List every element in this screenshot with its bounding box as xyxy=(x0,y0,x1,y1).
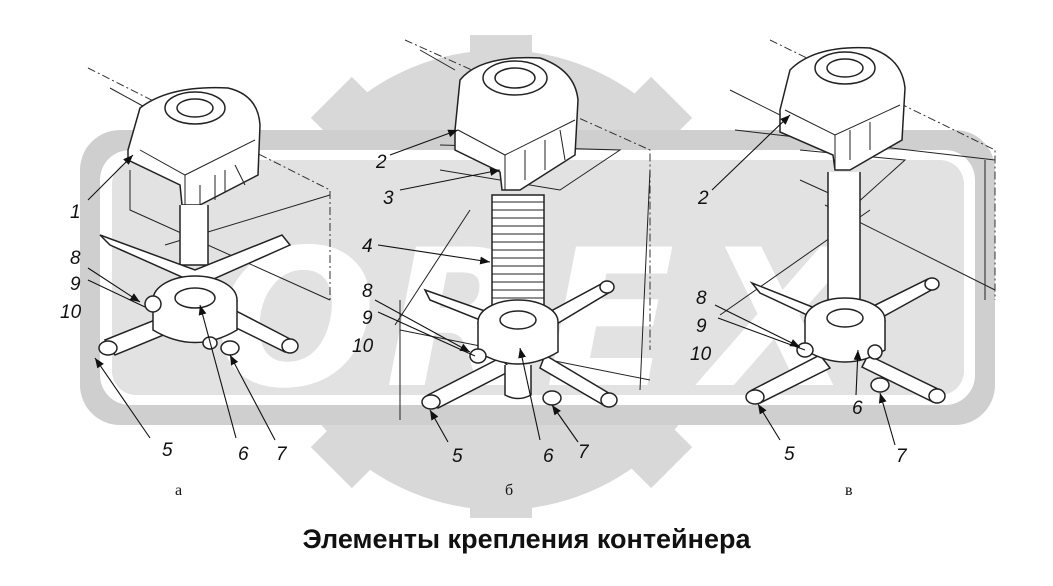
callout-a-10: 10 xyxy=(60,302,82,323)
panel-label-a: а xyxy=(175,482,182,499)
callout-b-4: 4 xyxy=(362,236,373,257)
callout-b-9: 9 xyxy=(362,308,373,329)
figure-caption: Элементы крепления контейнера xyxy=(302,524,751,554)
panel-b-spring xyxy=(491,194,545,311)
container-fastening-diagram: O R E X xyxy=(60,35,996,518)
callout-a-6: 6 xyxy=(238,444,249,465)
callout-c-6: 6 xyxy=(852,398,863,419)
callout-a-5: 5 xyxy=(162,440,173,461)
panel-c-drawing xyxy=(719,39,996,405)
callout-a-1: 1 xyxy=(70,202,81,223)
callout-b-2: 2 xyxy=(375,152,387,173)
callout-b-3: 3 xyxy=(383,188,394,209)
callout-a-9: 9 xyxy=(70,274,81,295)
callout-b-8: 8 xyxy=(362,281,373,302)
panel-label-c: в xyxy=(845,482,853,499)
callout-c-2: 2 xyxy=(697,188,709,209)
callout-b-5: 5 xyxy=(452,446,463,467)
callout-b-10: 10 xyxy=(352,336,374,357)
callout-labels: 1 8 9 10 5 6 7 2 3 4 8 9 10 5 6 7 2 8 9 … xyxy=(60,152,908,467)
panel-b-drawing xyxy=(394,39,651,420)
callout-c-8: 8 xyxy=(696,288,707,309)
callout-a-7: 7 xyxy=(276,444,288,465)
callout-c-5: 5 xyxy=(784,444,795,465)
callout-c-9: 9 xyxy=(696,316,707,337)
leader-lines xyxy=(87,114,896,446)
callout-b-7: 7 xyxy=(578,442,590,463)
callout-c-10: 10 xyxy=(690,344,712,365)
panel-label-b: б xyxy=(505,482,513,499)
callout-a-8: 8 xyxy=(70,248,81,269)
panel-a-drawing xyxy=(87,67,331,356)
callout-c-7: 7 xyxy=(896,446,908,467)
callout-b-6: 6 xyxy=(543,446,554,467)
